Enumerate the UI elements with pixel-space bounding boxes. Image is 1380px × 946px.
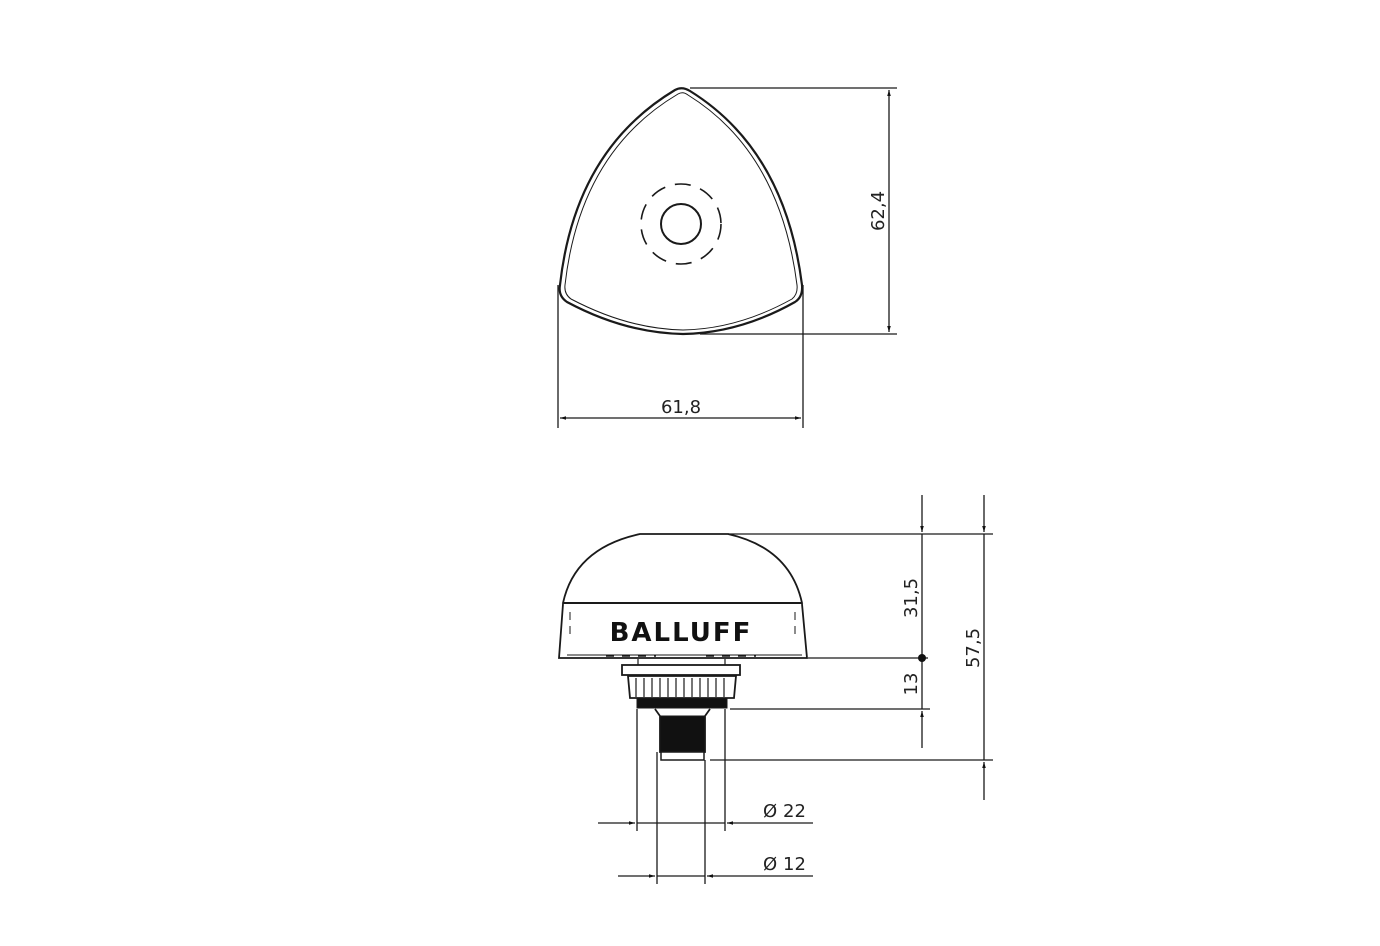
brand-logo: BALLUFF <box>610 618 753 648</box>
top-view <box>558 87 804 336</box>
total-height-label: 57,5 <box>963 628 984 668</box>
side-view-dimensions <box>598 495 993 884</box>
top-view-dimensions <box>557 87 897 428</box>
inner-diameter-symbol: Ø <box>763 854 777 875</box>
dome-height-label: 31,5 <box>901 578 922 618</box>
lens-dashed-circle <box>640 183 722 265</box>
top-width-label: 61,8 <box>661 397 701 418</box>
outer-diameter-symbol: Ø <box>763 801 777 822</box>
top-height-label: 62,4 <box>868 191 889 231</box>
dome <box>561 533 804 604</box>
lens-circle <box>660 203 702 245</box>
collar <box>621 664 741 676</box>
inner-diameter-label: 12 <box>783 854 806 875</box>
side-view <box>558 533 808 761</box>
knurled-nut <box>627 675 737 699</box>
thread <box>659 715 706 753</box>
base-height-label: 13 <box>901 673 922 696</box>
dimension-origin-dot <box>918 654 926 662</box>
top-view-outline <box>558 87 804 336</box>
outer-diameter-label: 22 <box>783 801 806 822</box>
body-band <box>558 603 808 659</box>
